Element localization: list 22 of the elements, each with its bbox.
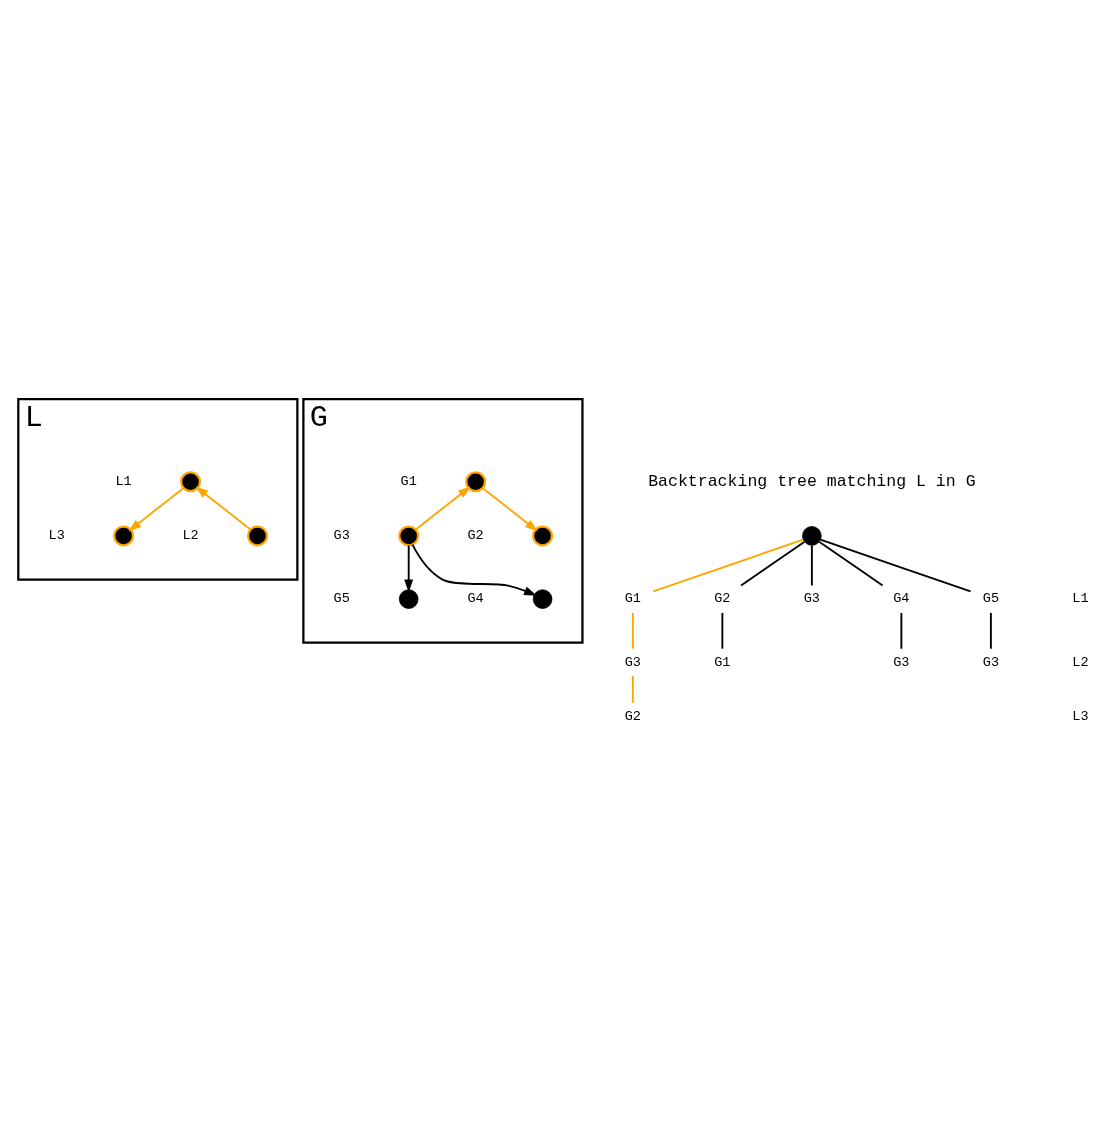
node-label: G1 [400,473,417,489]
node-text: G1 [714,654,731,670]
node-text: G3 [803,590,820,606]
label: Backtracking tree matching L in G [648,471,976,491]
node-label: G4 [467,590,484,606]
node-text: G3 [982,654,1000,670]
node-label: G5 [333,590,350,606]
node-text: G1 [624,590,641,606]
node-text: G2 [714,590,731,606]
label: L3 [1072,708,1089,724]
node-label: G3 [333,527,350,543]
node-text: G3 [893,654,910,670]
label: L1 [1072,590,1089,606]
node-text: G2 [624,708,641,724]
node-label: G2 [467,527,484,543]
node-label: L2 [182,527,199,543]
label: L2 [1072,654,1089,670]
node-label: L1 [115,473,132,489]
node-text: G5 [982,590,1000,606]
node-text: G4 [893,590,910,606]
node-text: G3 [624,654,641,670]
node-label: L3 [48,527,65,543]
